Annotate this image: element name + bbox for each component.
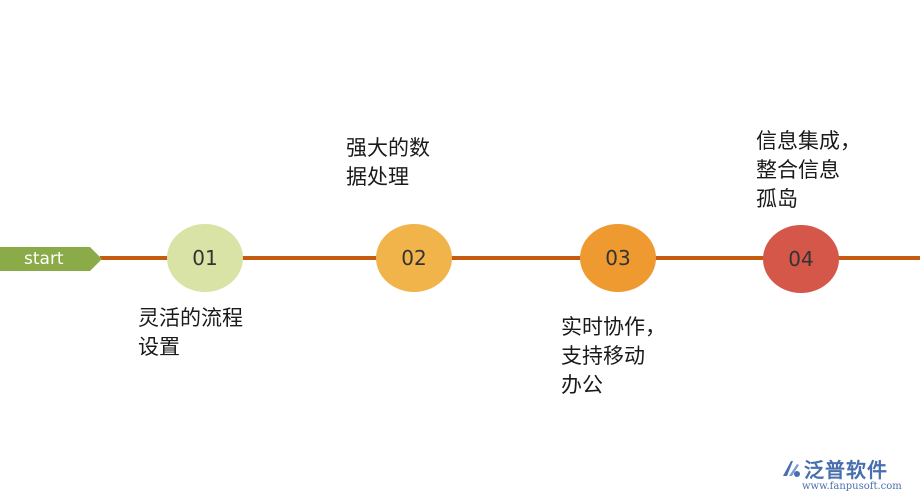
step-node-01: 01 bbox=[167, 224, 243, 292]
start-arrow: start bbox=[0, 247, 102, 271]
step-label-02: 强大的数 据处理 bbox=[346, 136, 430, 189]
step-node-02: 02 bbox=[376, 224, 452, 292]
step-label-04: 信息集成， 整合信息 孤岛 bbox=[756, 129, 861, 211]
step-label-01: 灵活的流程 设置 bbox=[138, 306, 243, 359]
watermark-url: www.fanpusoft.com bbox=[802, 481, 902, 492]
timeline-line bbox=[100, 256, 920, 260]
watermark-name: 泛普软件 bbox=[804, 458, 888, 482]
step-node-04: 04 bbox=[763, 225, 839, 293]
watermark-logo: 泛普软件 www.fanpusoft.com bbox=[780, 454, 910, 494]
step-label-03: 实时协作， 支持移动 办公 bbox=[561, 315, 666, 397]
step-node-03: 03 bbox=[580, 224, 656, 292]
fanpu-logo-icon bbox=[783, 461, 800, 477]
